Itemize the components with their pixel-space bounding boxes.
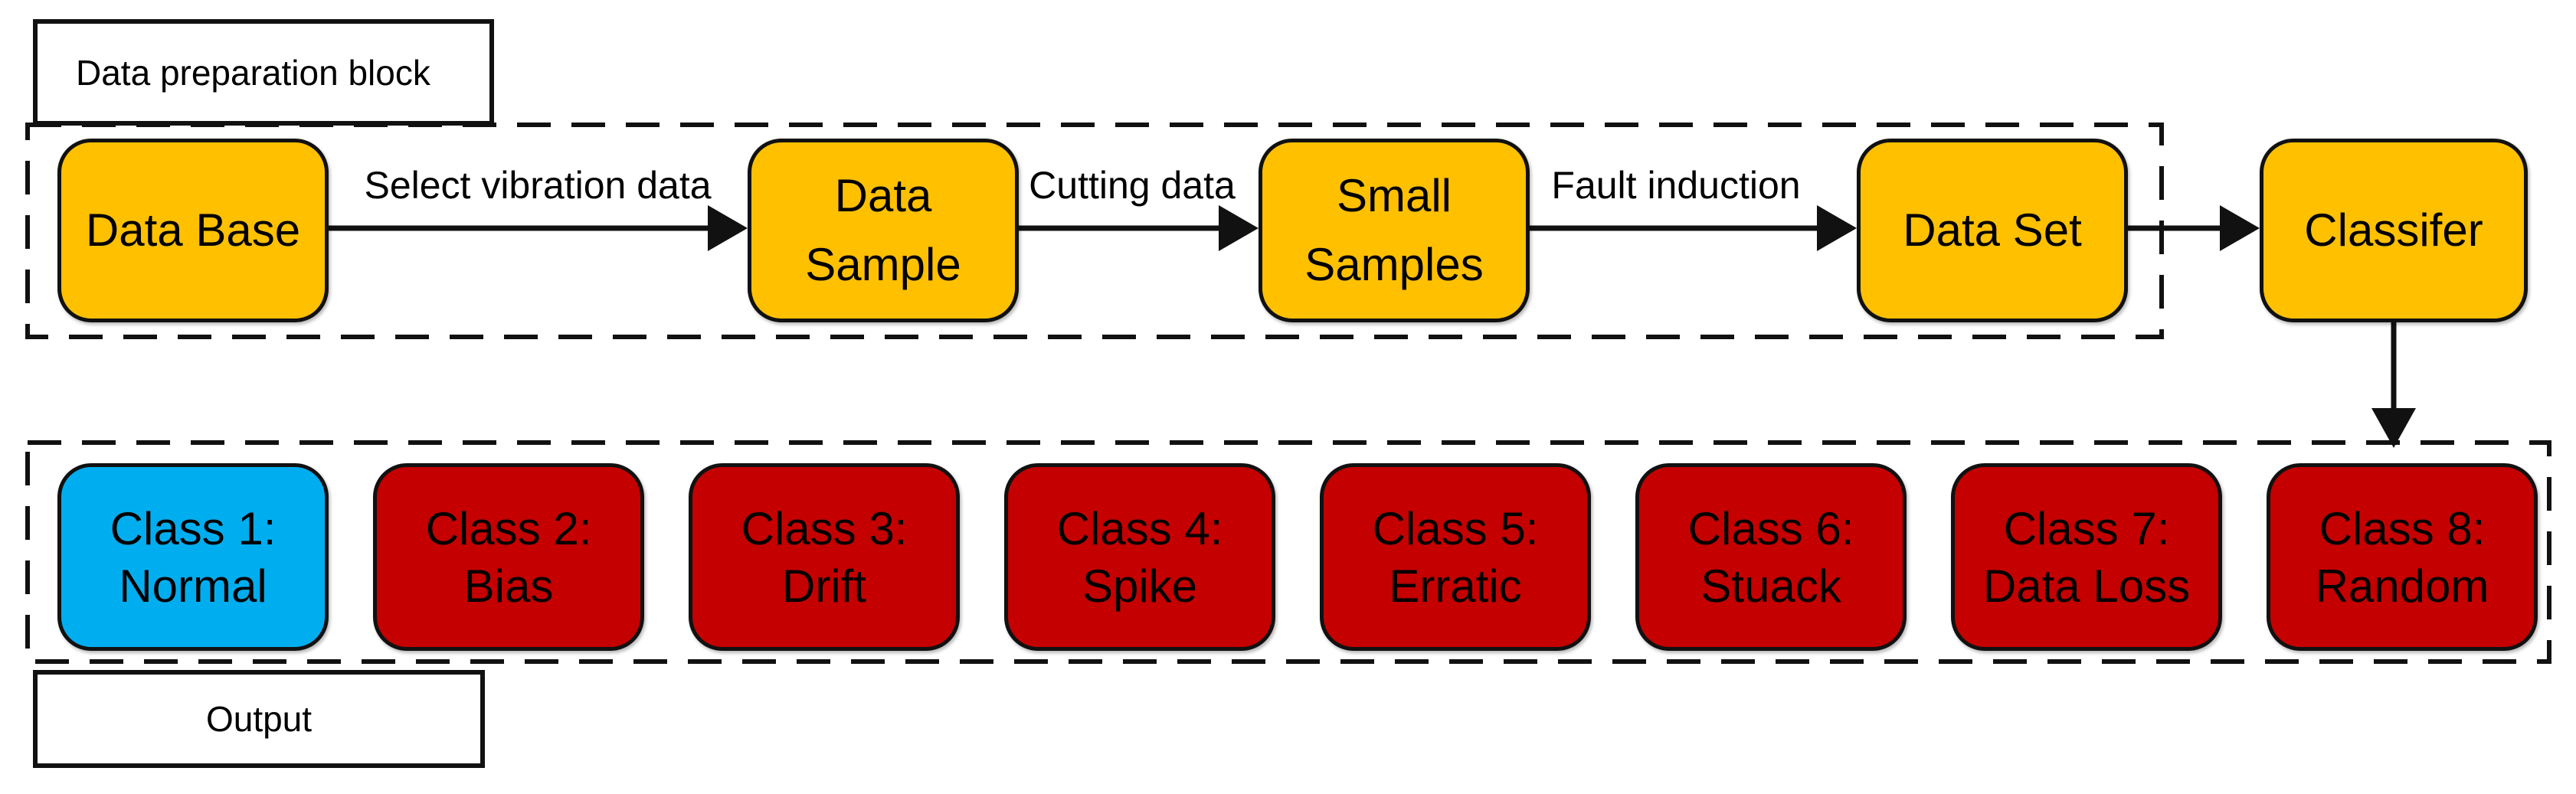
arrow-classifer-to-output: [2371, 322, 2416, 448]
prep-block-label: Data preparation block: [76, 52, 430, 93]
node-label: Classifer: [2304, 204, 2483, 256]
class-label-line2: Normal: [119, 560, 267, 612]
class-node-5-erratic: Class 5: Erratic: [1320, 463, 1591, 651]
arrow-datasample-to-smallsamples: [1019, 205, 1259, 251]
class-label-line1: Class 7:: [2003, 502, 2170, 554]
arrow-label-select-vibration-data: Select vibration data: [364, 164, 712, 207]
class-node-1-normal: Class 1: Normal: [57, 463, 329, 651]
node-label: Data Set: [1903, 204, 2082, 256]
arrowhead-icon: [1817, 205, 1857, 251]
node-label-line2: Samples: [1304, 239, 1484, 290]
prep-block-label-box: Data preparation block: [33, 19, 494, 126]
arrowhead-icon: [708, 205, 748, 251]
flow-node-data-set: Data Set: [1857, 139, 2128, 322]
arrow-dataset-to-classifer: [2128, 205, 2260, 251]
arrow-smallsamples-to-dataset: [1530, 205, 1857, 251]
arrowhead-icon: [2371, 408, 2416, 448]
arrow-label-fault-induction: Fault induction: [1551, 164, 1801, 207]
class-label-line1: Class 3:: [741, 502, 908, 554]
class-label-line2: Stuack: [1700, 560, 1841, 612]
arrow-database-to-datasample: [329, 205, 748, 251]
node-label-line1: Data: [834, 170, 932, 221]
class-label-line1: Class 8:: [2319, 502, 2486, 554]
output-label: Output: [205, 699, 313, 739]
node-label-line1: Small: [1336, 170, 1452, 221]
flow-node-data-sample: Data Sample: [748, 139, 1019, 322]
class-label-line1: Class 1:: [110, 502, 277, 554]
class-label-line1: Class 2:: [425, 502, 592, 554]
node-label-line2: Sample: [805, 239, 961, 290]
class-label-line2: Bias: [463, 560, 554, 612]
arrowhead-icon: [2220, 205, 2260, 251]
class-label-line2: Random: [2315, 560, 2489, 612]
output-dashed-container: [25, 440, 2551, 664]
class-node-7-data-loss: Class 7: Data Loss: [1951, 463, 2222, 651]
class-label-line1: Class 4:: [1056, 502, 1223, 554]
class-node-2-bias: Class 2: Bias: [373, 463, 644, 651]
arrow-label-cutting-data: Cutting data: [1029, 164, 1236, 207]
flow-node-small-samples: Small Samples: [1259, 139, 1530, 322]
class-node-6-stuack: Class 6: Stuack: [1635, 463, 1907, 651]
node-label: Data Base: [85, 204, 301, 256]
class-node-3-drift: Class 3: Drift: [689, 463, 960, 651]
class-node-4-spike: Class 4: Spike: [1004, 463, 1275, 651]
class-node-8-random: Class 8: Random: [2267, 463, 2538, 651]
output-label-box: Output: [33, 670, 485, 768]
class-label-line1: Class 6:: [1687, 502, 1854, 554]
class-label-line1: Class 5:: [1372, 502, 1539, 554]
flow-node-data-base: Data Base: [57, 139, 329, 322]
class-label-line2: Data Loss: [1982, 560, 2191, 612]
class-label-line2: Spike: [1082, 560, 1198, 612]
flow-node-classifer: Classifer: [2260, 139, 2528, 322]
class-label-line2: Drift: [782, 560, 866, 612]
arrowhead-icon: [1219, 205, 1259, 251]
class-label-line2: Erratic: [1389, 560, 1522, 612]
